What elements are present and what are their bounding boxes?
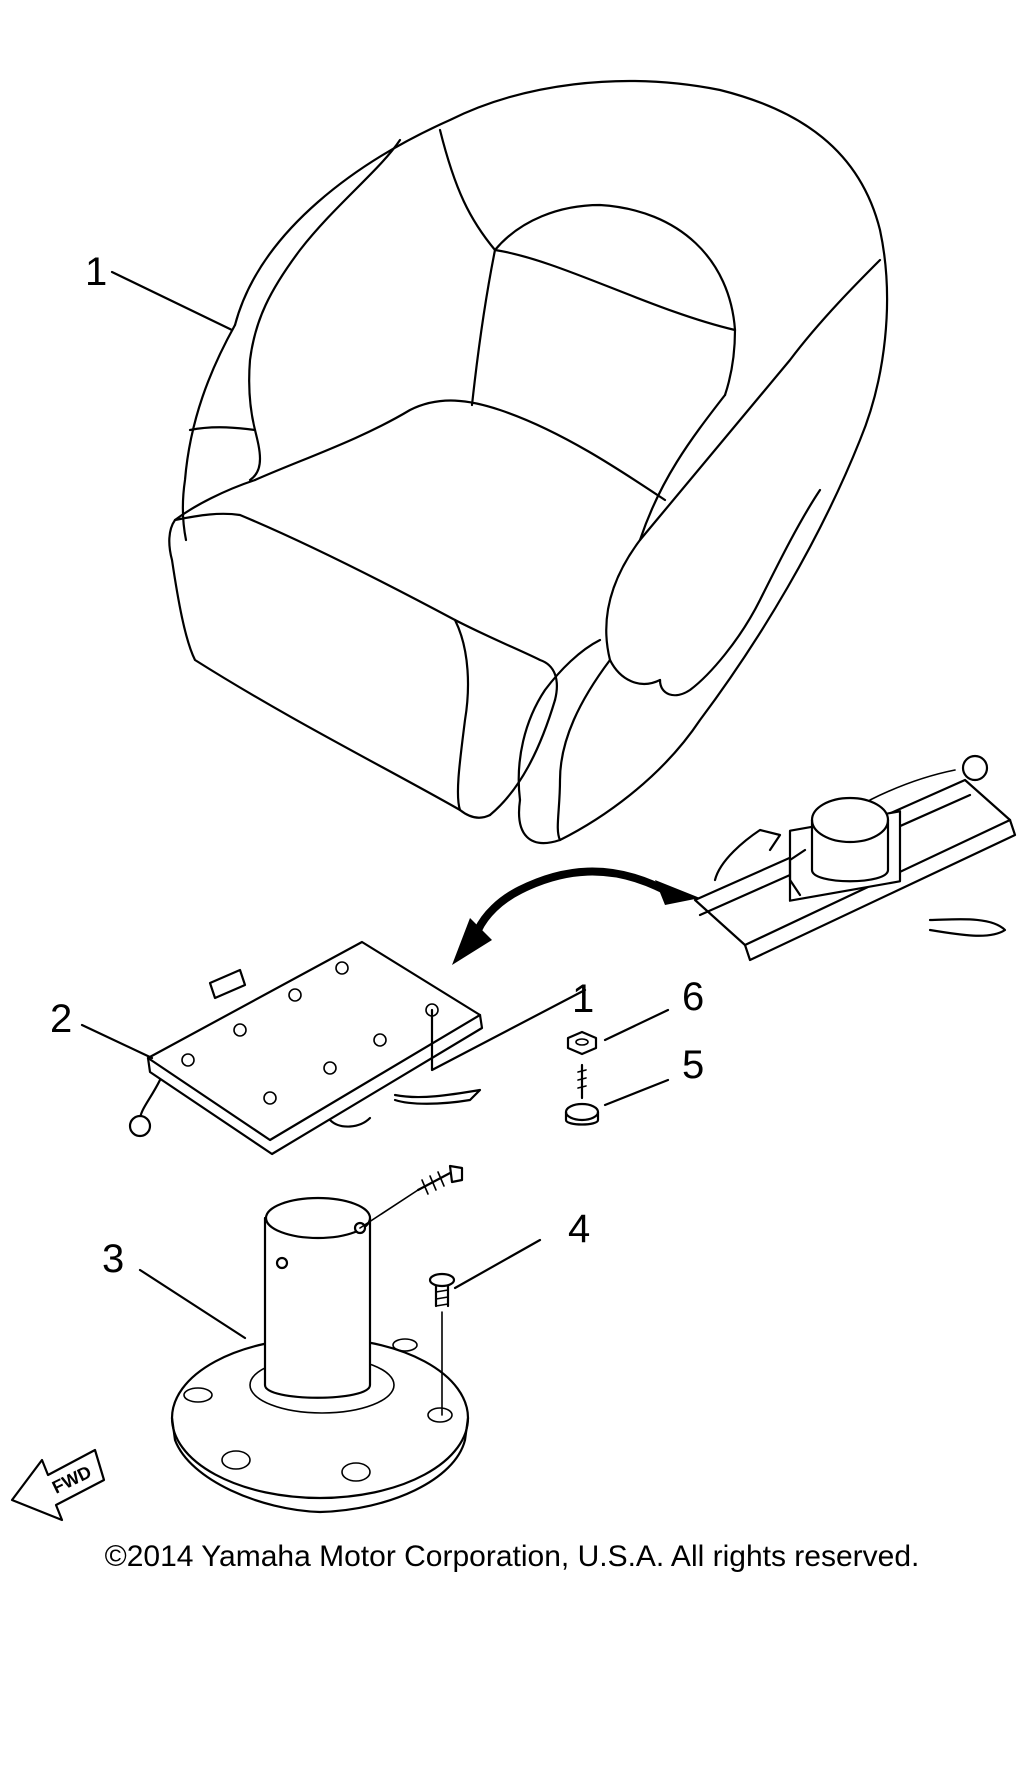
rotation-arrow: [452, 867, 700, 965]
seat-cushion: [168, 79, 889, 845]
swivel-plate: [128, 940, 484, 1156]
callout-pedestal: 3: [102, 1237, 124, 1281]
nut: [566, 1030, 598, 1056]
copyright-notice: ©2014 Yamaha Motor Corporation, U.S.A. A…: [104, 1540, 920, 1573]
pedestal: [170, 1196, 470, 1514]
screw: [564, 1063, 600, 1126]
leader-screw: [603, 1078, 670, 1107]
callout-swivel-plate: 2: [50, 997, 72, 1041]
bolt-upper: [359, 1164, 464, 1229]
leader-nut: [603, 1008, 670, 1042]
callout-seat: 1: [85, 250, 107, 294]
leader-pedestal: [138, 1268, 247, 1340]
swivel-assembly-alt-view: [693, 754, 1017, 962]
leader-bolt: [453, 1238, 542, 1290]
leader-seat: [110, 270, 234, 332]
leader-plate-ref: [430, 988, 587, 1072]
leader-swivel-plate: [80, 1023, 154, 1060]
callout-screw: 5: [682, 1043, 704, 1087]
bolt-lower: [428, 1272, 456, 1416]
forward-arrow-icon: FWD: [10, 1448, 106, 1522]
callout-plate-ref: 1: [572, 977, 594, 1021]
callout-bolt: 4: [568, 1207, 590, 1251]
callout-nut: 6: [682, 975, 704, 1019]
